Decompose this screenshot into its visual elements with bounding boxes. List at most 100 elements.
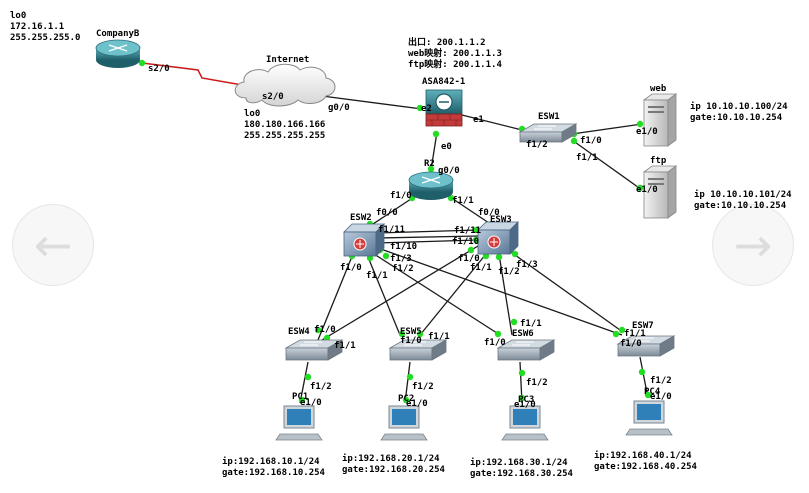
prev-arrow-button[interactable]: ← — [12, 204, 94, 286]
link-esw2-esw3-b[interactable] — [376, 235, 479, 239]
web-gate: gate:10.10.10.254 — [690, 113, 783, 123]
esw5-f12: f1/2 — [412, 382, 434, 392]
arrow-right-icon: → — [733, 218, 773, 272]
link-esw3-esw4[interactable] — [321, 245, 479, 341]
internet-cloud-icon[interactable] — [234, 63, 336, 107]
esw2-f10: f1/0 — [340, 263, 362, 273]
esw7-f11: f1/1 — [624, 329, 646, 339]
pc4[interactable] — [625, 400, 673, 436]
link-esw1-ftp[interactable] — [571, 139, 643, 191]
port-dot — [402, 396, 410, 404]
port-dot — [636, 120, 644, 128]
port-dot — [511, 250, 519, 258]
r2-f10: f1/0 — [390, 191, 412, 201]
asa-web-line: web映射: 200.1.1.3 — [408, 47, 502, 59]
esw4-f12: f1/2 — [310, 382, 332, 392]
l3-switch-esw3[interactable] — [477, 221, 519, 255]
link-internet-asa[interactable] — [321, 95, 423, 110]
monitor-screen-icon — [287, 409, 311, 425]
pc4-name: PC4 — [644, 387, 661, 397]
port-dot — [638, 368, 646, 376]
server-web[interactable] — [642, 93, 678, 147]
server-drive-icon — [648, 178, 664, 185]
pc3-gate: gate:192.168.30.254 — [470, 469, 574, 479]
asa-e1: e1 — [473, 115, 484, 125]
next-arrow-button[interactable]: → — [712, 204, 794, 286]
port-dot — [406, 373, 414, 381]
port-dot — [427, 165, 435, 173]
pc2[interactable] — [380, 405, 428, 441]
ftp-gate: gate:10.10.10.254 — [694, 201, 787, 211]
esw7-f12: f1/2 — [650, 376, 672, 386]
pc2-ip: ip:192.168.20.1/24 — [342, 453, 440, 464]
pc1-gate: gate:192.168.10.254 — [222, 468, 326, 478]
link-esw3-esw6[interactable] — [498, 253, 513, 336]
l3-switch-esw2[interactable] — [343, 223, 385, 257]
monitor-screen-icon — [637, 404, 661, 420]
link-esw5-pc2[interactable] — [404, 361, 411, 404]
link-esw4-pc1[interactable] — [299, 361, 309, 404]
link-r2-esw3[interactable] — [449, 196, 493, 226]
port-dot — [482, 252, 490, 260]
port-dot — [570, 137, 578, 145]
link-esw2-esw5[interactable] — [367, 256, 401, 336]
switch-esw7[interactable] — [616, 335, 676, 357]
server-ftp[interactable] — [642, 165, 678, 219]
link-esw2-esw3-c[interactable] — [376, 239, 479, 244]
link-r2-esw2[interactable] — [369, 196, 415, 227]
switch-arrows-icon — [632, 337, 654, 342]
link-esw2-esw6[interactable] — [373, 253, 501, 336]
switch-esw5[interactable] — [388, 339, 448, 361]
router-companyb[interactable] — [95, 39, 141, 68]
arrow-left-icon: ← — [33, 218, 73, 272]
internet-g00: g0/0 — [328, 103, 350, 113]
internet-lo0-mask: 255.255.255.255 — [244, 131, 325, 141]
companyb-s20: s2/0 — [148, 64, 170, 74]
link-esw1-web[interactable] — [571, 123, 643, 135]
router-r2[interactable] — [408, 171, 454, 200]
port-dot — [612, 330, 620, 338]
port-dot — [467, 246, 475, 254]
pc1[interactable] — [275, 405, 323, 441]
esw7-f10: f1/0 — [620, 339, 642, 349]
router-arrows-icon — [421, 176, 441, 184]
pc3[interactable] — [501, 405, 549, 441]
port-dot — [416, 330, 424, 338]
pc2-iface: e1/0 — [406, 399, 428, 409]
switch-esw1[interactable] — [518, 123, 578, 143]
port-dot — [382, 252, 390, 260]
asa-firewall[interactable] — [425, 89, 463, 127]
esw4-f10: f1/0 — [314, 325, 336, 335]
asa-e0: e0 — [441, 142, 452, 152]
switch-esw6[interactable] — [496, 339, 556, 361]
esw4-f11: f1/1 — [334, 341, 356, 351]
port-dot — [494, 330, 502, 338]
link-asa-r2[interactable] — [430, 131, 438, 171]
r2-g00: g0/0 — [438, 166, 460, 176]
pc4-iface: e1/0 — [650, 392, 672, 402]
esw5-f11: f1/1 — [428, 332, 450, 342]
pc4-ip: ip:192.168.40.1/24 — [594, 450, 692, 461]
monitor-screen-icon — [513, 409, 537, 425]
link-esw2-esw3-a[interactable] — [376, 229, 479, 234]
esw3-f110: f1/10 — [452, 237, 479, 247]
link-esw2-esw4[interactable] — [317, 253, 354, 341]
link-esw3-esw5[interactable] — [419, 253, 487, 336]
port-dot — [618, 326, 626, 334]
asa-e2: e2 — [421, 104, 432, 114]
switch-esw4[interactable] — [284, 339, 344, 361]
link-esw2-esw7[interactable] — [377, 247, 623, 336]
serial-link-companyb-internet[interactable] — [141, 62, 249, 87]
r2-f11: f1/1 — [452, 196, 474, 206]
esw3-f13: f1/3 — [516, 260, 538, 270]
esw1-f10: f1/0 — [580, 136, 602, 146]
link-esw3-esw7[interactable] — [507, 249, 621, 331]
port-dot — [518, 369, 526, 377]
link-asa-esw1[interactable] — [457, 113, 523, 131]
companyb-name: CompanyB — [96, 29, 140, 39]
pc3-iface: e1/0 — [514, 400, 536, 410]
esw5-name: ESW5 — [400, 327, 422, 337]
link-esw7-pc4[interactable] — [639, 356, 649, 399]
web-name: web — [650, 84, 667, 94]
